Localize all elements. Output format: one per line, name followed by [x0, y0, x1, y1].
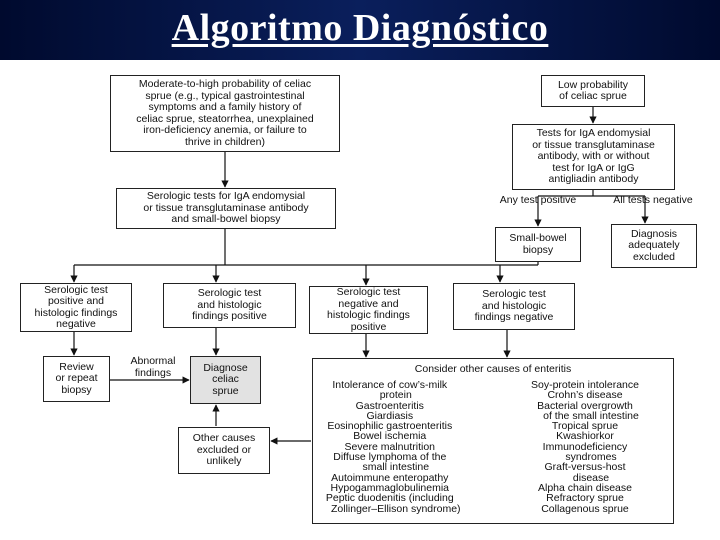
enteritis-heading: Consider other causes of enteritis [414, 363, 572, 375]
enteritis-cause-item: Bacterial overgrowth [537, 399, 633, 412]
enteritis-cause-item: Collagenous sprue [541, 502, 629, 515]
diagnosis-excluded-box: Diagnosis adequately excluded [611, 224, 697, 268]
enteritis-cause-item: Autoimmune enteropathy [331, 471, 449, 484]
enteritis-cause-item: disease [572, 471, 610, 484]
enteritis-cause-item: Severe malnutrition [344, 440, 436, 453]
serologic-tests-biopsy-box: Serologic tests for IgA endomysial or ti… [116, 188, 336, 229]
enteritis-cause-item: of the small intestine [543, 409, 639, 422]
serologic-negative-histologic-positive-box: Serologic test negative and histologic f… [309, 286, 428, 334]
iga-antibody-tests-box: Tests for IgA endomysial or tissue trans… [512, 124, 675, 190]
enteritis-cause-item: Crohn’s disease [547, 389, 623, 402]
diagnose-celiac-sprue-box: Diagnose celiac sprue [190, 356, 261, 404]
enteritis-cause-item: syndromes [565, 451, 617, 464]
review-repeat-biopsy-box: Review or repeat biopsy [43, 356, 110, 402]
enteritis-cause-item: Gastroenteritis [355, 399, 424, 412]
enteritis-cause-item: Diffuse lymphoma of the [333, 451, 447, 464]
enteritis-cause-item: Refractory sprue [546, 492, 624, 505]
enteritis-cause-item: Bowel ischemia [353, 430, 427, 443]
other-causes-excluded-box: Other causes excluded or unlikely [178, 427, 270, 474]
other-enteritis-causes-box: Consider other causes of enteritis Intol… [312, 358, 674, 524]
enteritis-cause-item: protein [379, 389, 412, 402]
moderate-high-probability-box: Moderate-to-high probability of celiac s… [110, 75, 340, 152]
enteritis-cause-item: Tropical sprue [551, 420, 619, 433]
enteritis-cause-item: Soy-protein intolerance [531, 379, 639, 391]
enteritis-cause-item: Zollinger–Ellison syndrome) [331, 502, 461, 515]
enteritis-cause-item: Alpha chain disease [538, 481, 632, 494]
any-test-positive-label: Any test positive [499, 194, 577, 206]
enteritis-cause-item: Giardiasis [366, 409, 414, 422]
enteritis-cause-item: Eosinophilic gastroenteritis [327, 420, 453, 433]
page-title: Algoritmo Diagnóstico [171, 7, 549, 49]
all-tests-negative-label: All tests negative [613, 194, 693, 206]
serologic-histologic-positive-box: Serologic test and histologic findings p… [163, 283, 296, 328]
small-bowel-biopsy-box: Small-bowel biopsy [495, 227, 581, 262]
serologic-histologic-negative-box: Serologic test and histologic findings n… [453, 283, 575, 330]
low-probability-box: Low probability of celiac sprue [541, 75, 645, 107]
serologic-positive-histologic-negative-box: Serologic test positive and histologic f… [20, 283, 132, 332]
abnormal-findings-label: Abnormal findings [130, 355, 176, 379]
enteritis-cause-item: Graft-versus-host [544, 461, 626, 474]
enteritis-cause-item: Immunodeficiency [542, 440, 628, 453]
enteritis-cause-item: Hypogammaglobulinemia [330, 481, 450, 494]
enteritis-cause-item: Kwashiorkor [556, 430, 614, 443]
enteritis-cause-item: small intestine [362, 461, 430, 474]
title-bar: Algoritmo Diagnóstico [0, 0, 720, 60]
enteritis-cause-item: Peptic duodenitis (including [325, 492, 454, 505]
enteritis-cause-item: Intolerance of cow’s-milk [332, 379, 448, 391]
